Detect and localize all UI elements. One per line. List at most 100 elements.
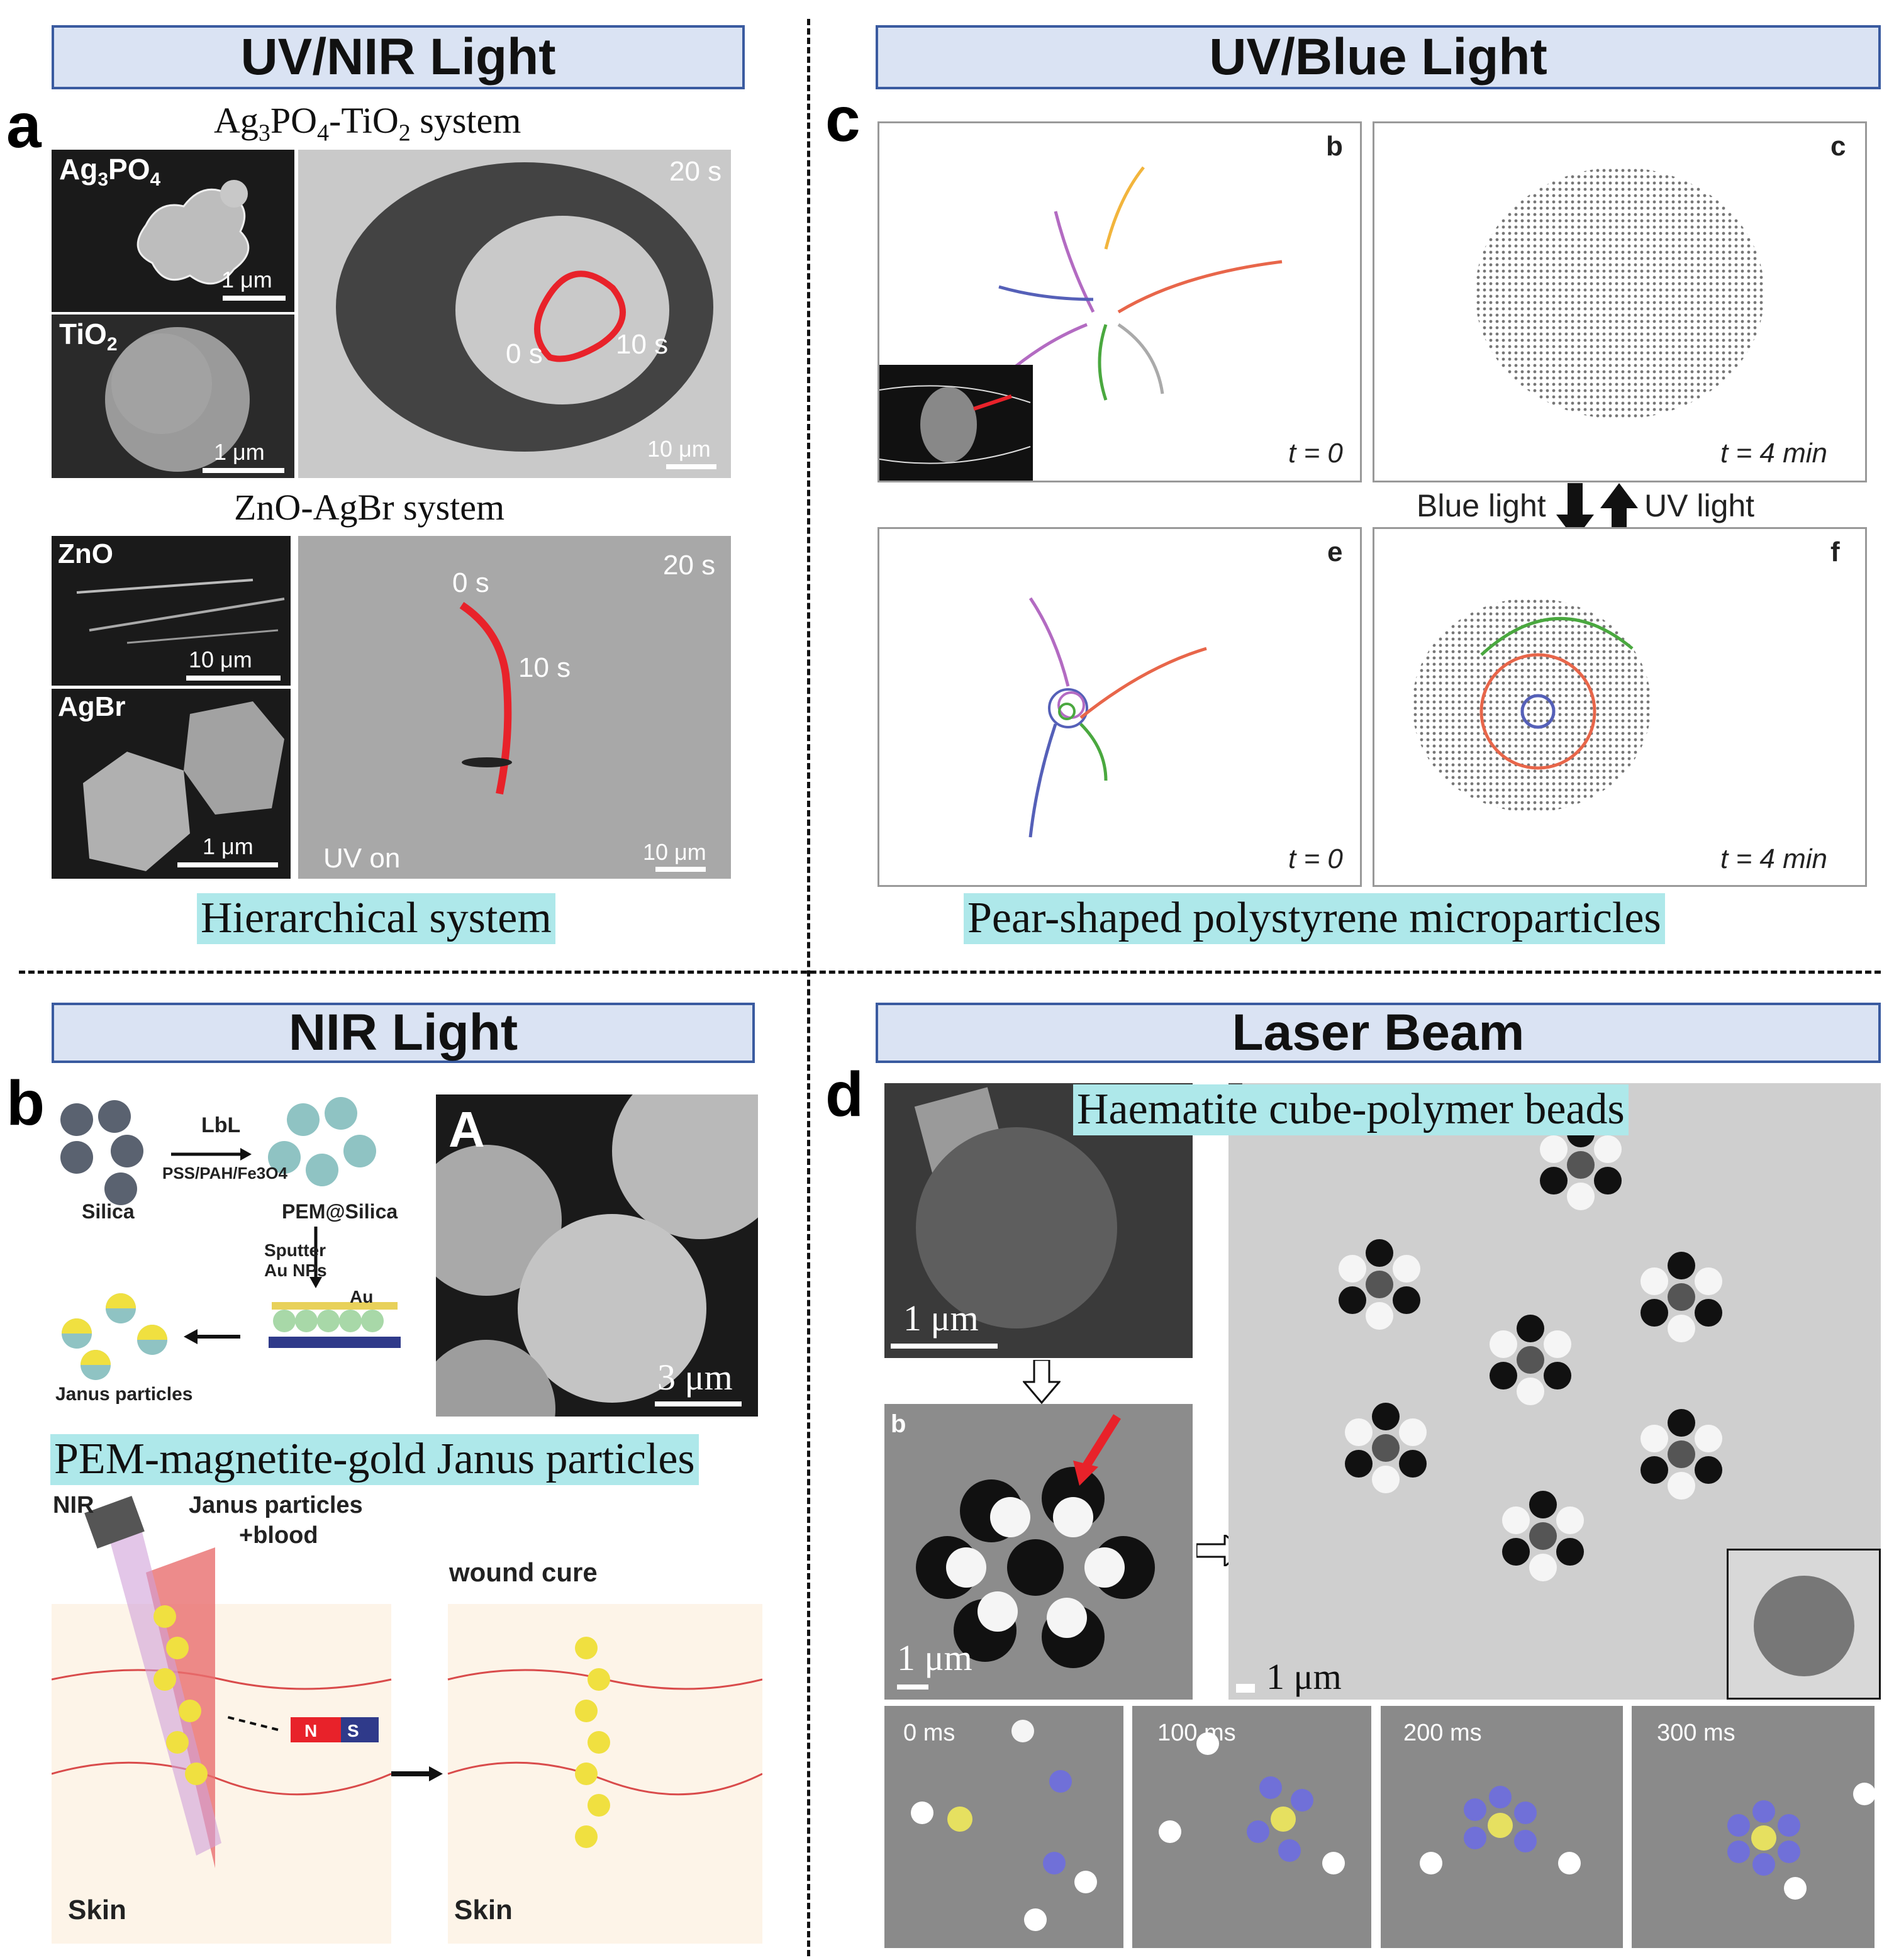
time-label-f: t = 4 min <box>1720 844 1827 874</box>
caption-pear-shaped: Pear-shaped polystyrene microparticles <box>964 893 1665 944</box>
synthesis-scheme <box>60 1097 401 1380</box>
wound-cure-scheme <box>52 1496 762 1944</box>
bead-field-image: 1 μm <box>1228 1083 1881 1700</box>
silica-label: Silica <box>82 1200 135 1223</box>
pem-silica-label: PEM@Silica <box>282 1200 398 1223</box>
scale-label-3um: 3 μm <box>657 1357 733 1398</box>
bead-cluster <box>916 1414 1155 1668</box>
inset-dense-cluster <box>1727 1549 1881 1700</box>
janus-particles-label: Janus particles <box>55 1384 193 1405</box>
scale-bar-ag3po4 <box>223 296 286 301</box>
timelapse-300ms: 300 ms <box>1632 1706 1875 1948</box>
time-label-c: t = 4 min <box>1720 438 1827 469</box>
blue-light-label: Blue light <box>1417 488 1546 523</box>
scale-bar-3um <box>655 1401 742 1406</box>
header-nir-light: NIR Light <box>52 1003 755 1063</box>
particle-swarm-ring <box>336 162 713 452</box>
panel-label-a: a <box>6 91 42 161</box>
header-uv-blue-light: UV/Blue Light <box>876 25 1881 89</box>
tio2-label: TiO2 <box>59 318 118 355</box>
scale-bar-sem <box>891 1344 998 1349</box>
scale-bar-tio2 <box>203 468 284 473</box>
time-label-100ms: 100 ms <box>1157 1720 1236 1746</box>
caption-hierarchical-system: Hierarchical system <box>197 893 555 944</box>
time-label-0ms: 0 ms <box>903 1720 955 1746</box>
sem-label-a: A <box>448 1101 485 1157</box>
scale-bar-cluster <box>897 1684 928 1690</box>
magnet-s-label: S <box>347 1721 359 1740</box>
agbr-sem-image: AgBr 1 μm <box>52 689 291 879</box>
skin-label-left: Skin <box>68 1895 126 1925</box>
scale-label-tio2: 1 μm <box>214 439 265 465</box>
trajectory-image-bottom: 20 s 0 s 10 s UV on 10 μm <box>298 536 731 879</box>
uv-panel-b: b t = 0 <box>877 121 1362 482</box>
ag3po4-particle-shape <box>136 180 250 285</box>
scale-label-bottom-traj: 10 μm <box>643 839 706 865</box>
scale-bar-top-swarm <box>666 464 716 469</box>
time-label-300ms: 300 ms <box>1657 1720 1735 1746</box>
red-trajectory <box>459 602 512 795</box>
timelapse-200ms: 200 ms <box>1381 1706 1623 1948</box>
horizontal-divider <box>19 971 1881 974</box>
subpanel-label-b: b <box>1326 131 1343 162</box>
lbl-label: LbL <box>201 1113 241 1137</box>
header-laser-beam: Laser Beam <box>876 1003 1881 1063</box>
zno-sem-image: ZnO 10 μm <box>52 536 291 686</box>
time-10s-top: 10 s <box>616 329 669 360</box>
panel-label-c: c <box>825 84 861 155</box>
beads-300ms <box>1727 1783 1875 1900</box>
header-uv-nir-light: UV/NIR Light <box>52 25 745 89</box>
cube-and-sphere <box>914 1087 1117 1328</box>
beads-100ms <box>1159 1732 1345 1874</box>
scale-bar-big <box>1236 1684 1255 1693</box>
time-0s-bottom: 0 s <box>452 567 489 598</box>
system1-title: Ag3PO4-TiO2 system <box>214 100 521 147</box>
arrow-down-hollow-icon <box>1023 1360 1061 1404</box>
panel-label-d: d <box>825 1059 864 1130</box>
cluster-c <box>1475 167 1764 419</box>
janus-blood-label-2: +blood <box>239 1522 318 1549</box>
caption-haematite: Haematite cube-polymer beads <box>1073 1084 1629 1135</box>
cluster-image-b: b 1 μm <box>884 1404 1193 1700</box>
cube-bead-sem: 1 μm <box>884 1083 1193 1358</box>
au-nps-label: Au NPs <box>264 1261 327 1280</box>
nir-label: NIR <box>53 1492 94 1518</box>
subpanel-label-d-b: b <box>891 1410 906 1438</box>
time-10s-bottom: 10 s <box>518 652 571 683</box>
janus-blood-label-1: Janus particles <box>189 1492 363 1518</box>
magnet-n-label: N <box>304 1721 318 1740</box>
uv-panel-c: c t = 4 min <box>1373 121 1867 482</box>
time-20s-bottom: 20 s <box>663 550 716 581</box>
scale-label-cluster: 1 μm <box>897 1637 972 1678</box>
trajectories-e <box>1028 597 1207 838</box>
scale-label-sem: 1 μm <box>903 1298 979 1339</box>
scale-label-ag3po4: 1 μm <box>221 267 272 292</box>
agbr-crystals <box>83 701 284 871</box>
ag3po4-label: Ag3PO4 <box>59 153 161 191</box>
tio2-sphere-shape <box>105 327 250 472</box>
panel-label-b: b <box>6 1068 45 1139</box>
ag3po4-sem-image: Ag3PO4 1 μm <box>52 150 294 312</box>
vertical-divider <box>807 19 810 1956</box>
streamline-curves <box>879 385 1031 464</box>
scale-bar-bottom-traj <box>655 867 706 872</box>
inset-streamlines <box>879 365 1033 481</box>
janus-sem-image: A 3 μm <box>436 1094 758 1417</box>
trajectories-b <box>972 166 1283 408</box>
sputter-label: Sputter <box>264 1240 326 1260</box>
skin-label-right: Skin <box>454 1895 513 1925</box>
scale-bar-zno <box>186 676 281 681</box>
zno-wires <box>76 579 285 644</box>
system2-title: ZnO-AgBr system <box>234 487 505 528</box>
reagents-label: PSS/PAH/Fe3O4 <box>162 1164 287 1183</box>
sem-spheres <box>436 1094 758 1417</box>
beads-0ms <box>911 1720 1097 1931</box>
scale-label-agbr: 1 μm <box>203 833 253 859</box>
tio2-sem-image: TiO2 1 μm <box>52 315 294 478</box>
swarm-image-top: 20 s 0 s 10 s 10 μm <box>298 150 731 478</box>
time-0s-top: 0 s <box>506 338 543 369</box>
wound-cure-label: wound cure <box>449 1557 598 1587</box>
timelapse-0ms: 0 ms <box>884 1706 1123 1948</box>
scale-label-top-swarm: 10 μm <box>647 436 711 462</box>
scale-bar-agbr <box>177 862 278 867</box>
